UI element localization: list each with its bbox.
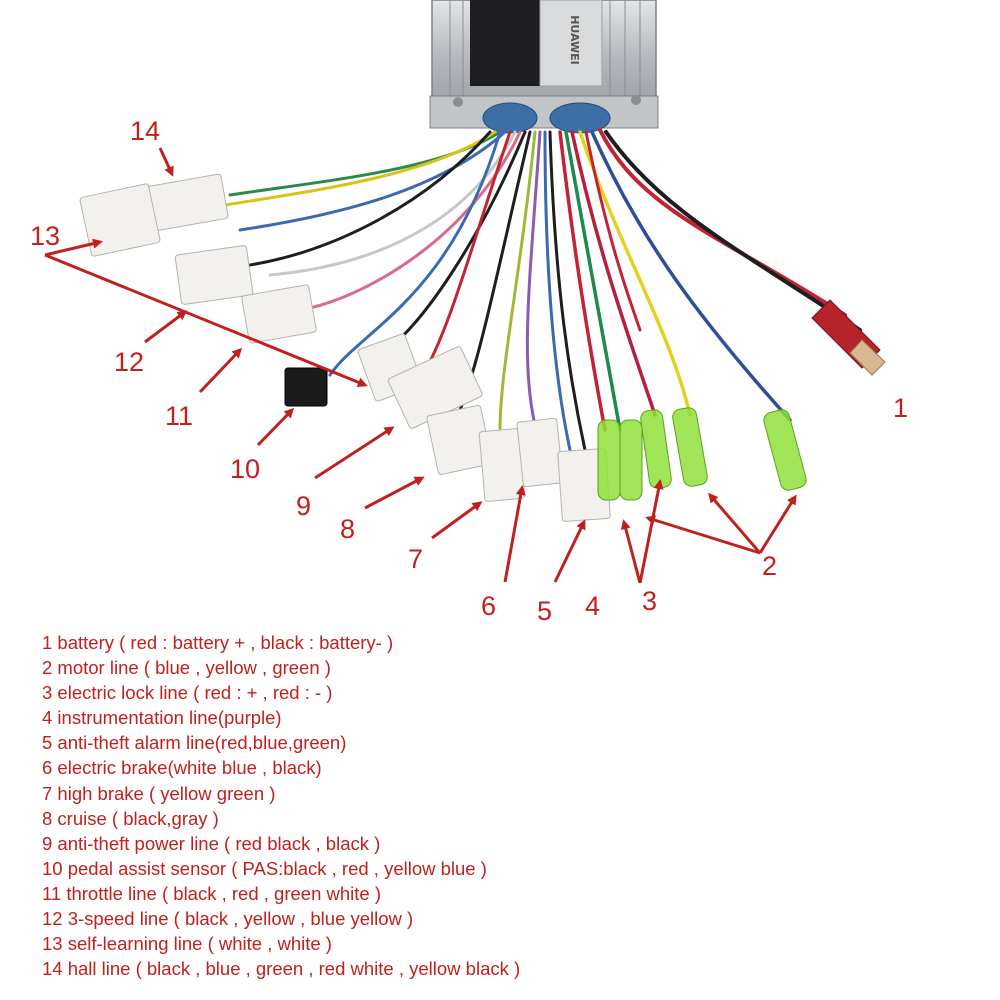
legend-item: 9 anti-theft power line ( red black , bl… [42, 832, 381, 854]
connector-13 [79, 183, 161, 257]
wire-legend: 1 battery ( red : battery + , black : ba… [42, 630, 982, 981]
callout-13: 13 [30, 221, 60, 251]
legend-item: 8 cruise ( black,gray ) [42, 807, 219, 829]
callout-9: 9 [296, 491, 311, 521]
callout-6: 6 [481, 591, 496, 621]
callout-5: 5 [537, 596, 552, 626]
power-wires [558, 128, 862, 432]
callout-7: 7 [408, 544, 423, 574]
callout-14: 14 [130, 116, 160, 146]
callout-arrows [44, 147, 797, 584]
legend-item: 3 electric lock line ( red : + , red : -… [42, 682, 333, 704]
controller-housing: HUAWEI [429, 0, 659, 129]
bullet-terminals [597, 407, 807, 501]
callout-4: 4 [585, 591, 600, 621]
legend-item: 5 anti-theft alarm line(red,blue,green) [42, 732, 347, 754]
legend-item: 12 3-speed line ( black , yellow , blue … [42, 908, 414, 930]
legend-item: 6 electric brake(white blue , black) [42, 757, 322, 779]
callout-12: 12 [114, 347, 144, 377]
callout-8: 8 [340, 514, 355, 544]
svg-text:HUAWEI: HUAWEI [568, 15, 581, 65]
callout-labels: 1 2 3 4 5 6 7 8 9 10 11 12 13 14 [30, 116, 908, 626]
legend-item: 10 pedal assist sensor ( PAS:black , red… [42, 857, 487, 879]
left-grommet [482, 102, 538, 134]
connector-6 [516, 417, 564, 488]
legend-item: 14 hall line ( black , blue , green , re… [42, 958, 521, 980]
brand-logo: HUAWEI [568, 15, 581, 65]
callout-3: 3 [642, 586, 657, 616]
legend-item: 2 motor line ( blue , yellow , green ) [42, 657, 331, 679]
legend-item: 7 high brake ( yellow green ) [42, 782, 276, 804]
battery-t-plug [811, 299, 886, 376]
legend-item: 11 throttle line ( black , red , green w… [42, 882, 381, 904]
legend-item: 4 instrumentation line(purple) [42, 707, 282, 729]
callout-1: 1 [893, 393, 908, 423]
connector-12 [174, 245, 254, 305]
callout-2: 2 [762, 551, 777, 581]
legend-item: 1 battery ( red : battery + , black : ba… [42, 632, 394, 653]
connector-11 [241, 284, 317, 344]
connector-10 [284, 367, 328, 407]
callout-10: 10 [230, 454, 260, 484]
signal-wires [223, 130, 587, 452]
connector-14 [146, 173, 229, 232]
callout-11: 11 [165, 401, 193, 431]
legend-item: 13 self-learning line ( white , white ) [42, 933, 332, 955]
